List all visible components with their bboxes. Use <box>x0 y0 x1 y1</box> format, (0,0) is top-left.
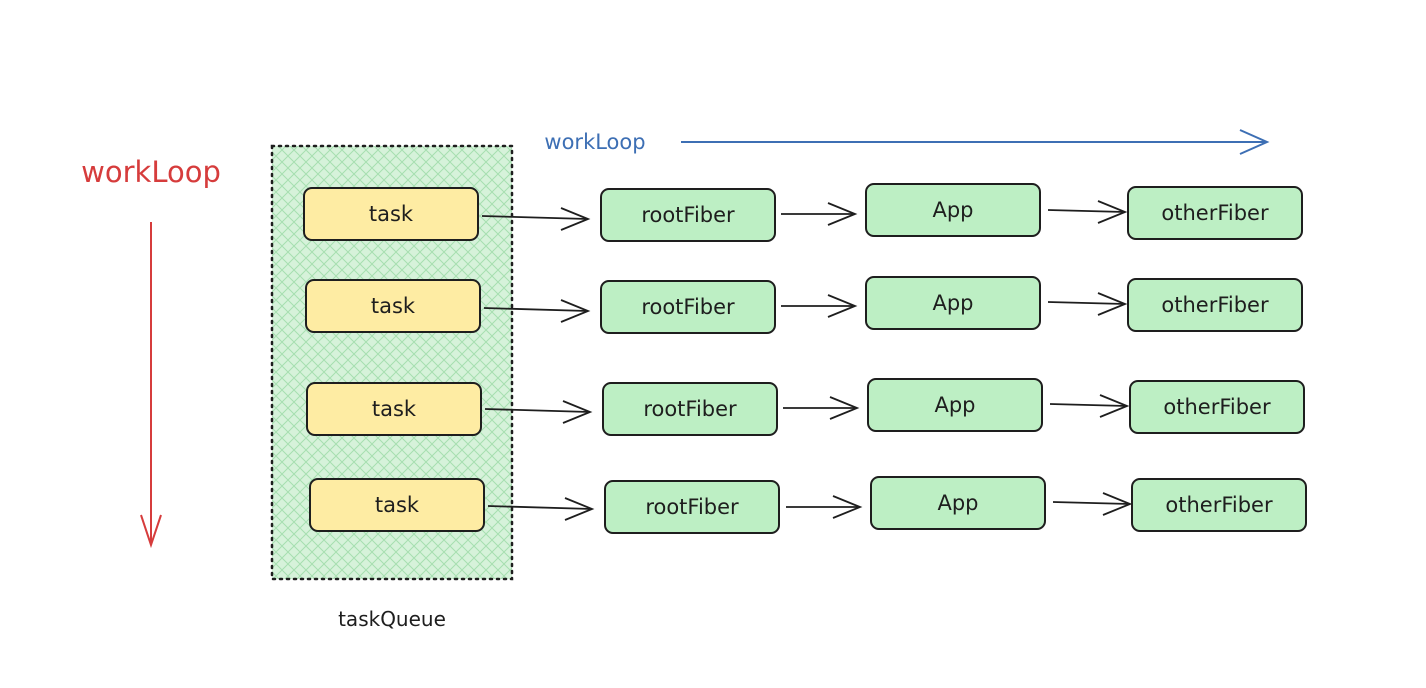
vertical-workloop: workLoop <box>81 155 221 549</box>
rootfiber-node <box>604 480 780 534</box>
arrow-app-to-otherfiber <box>1047 200 1128 224</box>
arrow-rootfiber-to-app <box>781 202 858 226</box>
arrow-app-to-otherfiber <box>1047 292 1128 316</box>
row-3: task rootFiber App otherFiber <box>306 378 1305 436</box>
arrow-rootfiber-to-app <box>786 495 863 519</box>
task-node <box>305 279 481 333</box>
app-node-label: App <box>932 198 973 222</box>
horizontal-workloop-label: workLoop <box>544 130 645 154</box>
rootfiber-node-label: rootFiber <box>643 397 737 421</box>
otherfiber-node <box>1129 380 1305 434</box>
arrow-app-to-otherfiber <box>1049 394 1130 418</box>
task-node-label: task <box>371 294 416 318</box>
rootfiber-node <box>600 280 776 334</box>
arrow-app-to-otherfiber <box>1052 492 1133 516</box>
app-node <box>865 276 1041 330</box>
task-node <box>303 187 479 241</box>
task-node-label: task <box>375 493 420 517</box>
task-node-label: task <box>369 202 414 226</box>
otherfiber-node-label: otherFiber <box>1161 293 1269 317</box>
horizontal-workloop-arrow <box>681 129 1270 155</box>
row-4: task rootFiber App otherFiber <box>309 476 1307 534</box>
app-node-label: App <box>934 393 975 417</box>
vertical-workloop-label: workLoop <box>81 155 221 189</box>
rootfiber-node-label: rootFiber <box>641 203 735 227</box>
row-2: task rootFiber App otherFiber <box>305 276 1303 334</box>
otherfiber-node-label: otherFiber <box>1163 395 1271 419</box>
task-node <box>309 478 485 532</box>
arrow-task-to-rootfiber <box>484 400 593 424</box>
app-node <box>870 476 1046 530</box>
otherfiber-node <box>1127 186 1303 240</box>
horizontal-workloop: workLoop <box>544 129 1270 155</box>
app-node <box>867 378 1043 432</box>
task-queue-label: taskQueue <box>338 607 446 631</box>
otherfiber-node-label: otherFiber <box>1161 201 1269 225</box>
arrow-task-to-rootfiber <box>487 497 595 521</box>
task-node-label: task <box>372 397 417 421</box>
otherfiber-node <box>1127 278 1303 332</box>
arrow-rootfiber-to-app <box>783 396 860 420</box>
app-node-label: App <box>932 291 973 315</box>
row-1: task rootFiber App otherFiber <box>303 183 1303 242</box>
arrow-task-to-rootfiber <box>483 299 591 323</box>
app-node <box>865 183 1041 237</box>
rootfiber-node <box>600 188 776 242</box>
arrow-rootfiber-to-app <box>781 294 858 318</box>
task-node <box>306 382 482 436</box>
otherfiber-node-label: otherFiber <box>1165 493 1273 517</box>
rootfiber-node-label: rootFiber <box>641 295 735 319</box>
otherfiber-node <box>1131 478 1307 532</box>
rootfiber-node-label: rootFiber <box>645 495 739 519</box>
vertical-workloop-arrow <box>140 222 162 549</box>
app-node-label: App <box>937 491 978 515</box>
arrow-task-to-rootfiber <box>481 207 591 231</box>
rootfiber-node <box>602 382 778 436</box>
